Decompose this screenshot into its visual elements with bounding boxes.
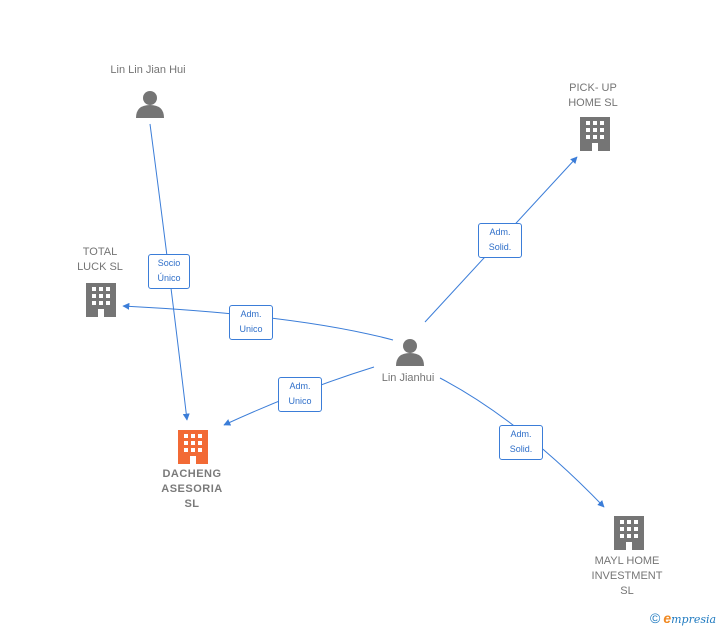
edge-label-adm-unico-dacheng: Adm. Unico	[278, 377, 322, 412]
node-label-lin-lin-jian-hui[interactable]: Lin Lin Jian Hui	[110, 64, 186, 76]
brand-e: e	[663, 610, 672, 626]
building-icon[interactable]	[580, 117, 610, 151]
node-label-total-luck[interactable]: TOTAL LUCK SL	[77, 246, 123, 273]
node-label-dacheng[interactable]: DACHENG ASESORIA SL	[161, 468, 223, 510]
edge-label-adm-solid-mayl: Adm. Solid.	[499, 425, 543, 460]
building-icon[interactable]	[614, 516, 644, 550]
building-icon[interactable]	[178, 430, 208, 464]
copyright-icon: ©	[650, 610, 661, 626]
person-icon[interactable]	[136, 91, 164, 118]
node-label-pick-up-home[interactable]: PICK- UP HOME SL	[568, 82, 618, 109]
empresia-brand[interactable]: © empresia	[650, 610, 716, 626]
edge-label-adm-solid-pick-up: Adm. Solid.	[478, 223, 522, 258]
person-icon[interactable]	[396, 339, 424, 366]
node-label-lin-jianhui[interactable]: Lin Jianhui	[381, 372, 435, 384]
brand-name: mpresia	[671, 613, 717, 626]
edge-lin-jianhui-to-total-luck	[122, 302, 394, 341]
node-label-mayl-home[interactable]: MAYL HOME INVESTMENT SL	[591, 555, 663, 597]
edge-label-socio-unico: Socio Único	[148, 254, 190, 289]
building-icon[interactable]	[86, 283, 116, 317]
edge-label-adm-unico-total-luck: Adm. Unico	[229, 305, 273, 340]
